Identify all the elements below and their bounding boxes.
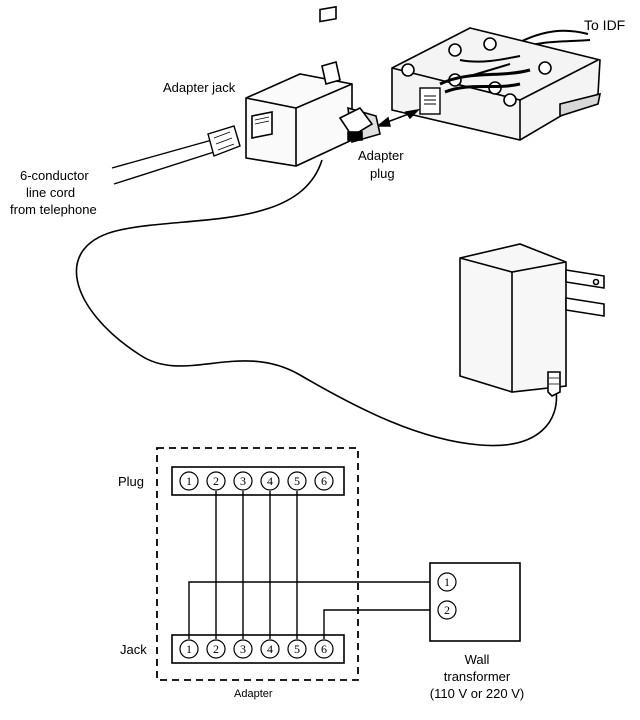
transformer-label-line1: Wall [465, 652, 490, 667]
jack-pin-4 [260, 639, 280, 659]
jack-pin-3 [233, 639, 253, 659]
adapter-boundary-label: Adapter [234, 688, 273, 700]
jack-pins: 1 2 3 4 5 6 [179, 639, 334, 659]
transformer-pin-1-label: 1 [444, 575, 450, 589]
plug-pin-4-label: 4 [267, 474, 273, 488]
adapter-boundary [156, 447, 359, 681]
adapter-jack-label: Adapter jack [163, 80, 236, 95]
wall-transformer-illustration [459, 243, 605, 397]
jack-label: Jack [120, 642, 147, 657]
jack-pin-2 [206, 639, 226, 659]
jack-pin-4-label: 4 [267, 642, 273, 656]
line-cord-label-line3: from telephone [10, 202, 97, 217]
plug-pin-6 [314, 471, 334, 491]
jack-pin-1 [179, 639, 199, 659]
transformer-wires [188, 581, 438, 639]
jack-pin-6-label: 6 [321, 642, 327, 656]
plug-pin-6-label: 6 [321, 474, 327, 488]
plug-pin-2 [206, 471, 226, 491]
transformer-pin-2-label: 2 [444, 603, 450, 617]
line-cord-label-line2: line cord [26, 185, 75, 200]
line-cord-label-line1: 6-conductor [20, 168, 89, 183]
plug-pin-2-label: 2 [213, 474, 219, 488]
transformer-label-line3: (110 V or 220 V) [430, 686, 524, 701]
transformer-cord [75, 159, 558, 447]
telephone-line-cord [111, 125, 241, 185]
plug-pin-3 [233, 471, 253, 491]
transformer-label-line2: transformer [444, 669, 511, 684]
plug-pin-3-label: 3 [240, 474, 246, 488]
plug-label: Plug [118, 474, 144, 489]
plug-pin-1 [179, 471, 199, 491]
plug-pin-1-label: 1 [186, 474, 192, 488]
transformer-pins: 1 2 [437, 572, 457, 620]
plug-pin-5 [287, 471, 307, 491]
to-idf-label: To IDF [584, 17, 625, 33]
wall-connection-block [391, 27, 602, 141]
plug-pins: 1 2 3 4 5 6 [179, 471, 334, 491]
adapter-plug-label-line1: Adapter [358, 148, 404, 163]
adapter-internal-wires [215, 491, 298, 639]
plug-pin-4 [260, 471, 280, 491]
transformer-pin-1 [437, 572, 457, 592]
adapter-body [245, 5, 381, 167]
jack-pin-6 [314, 639, 334, 659]
connection-arrow [375, 108, 421, 127]
jack-pin-5 [287, 639, 307, 659]
transformer-pin-2 [437, 600, 457, 620]
jack-pin-3-label: 3 [240, 642, 246, 656]
jack-pin-1-label: 1 [186, 642, 192, 656]
jack-pin-5-label: 5 [294, 642, 300, 656]
jack-pin-2-label: 2 [213, 642, 219, 656]
plug-pin-5-label: 5 [294, 474, 300, 488]
adapter-plug-label-line2: plug [370, 166, 395, 181]
